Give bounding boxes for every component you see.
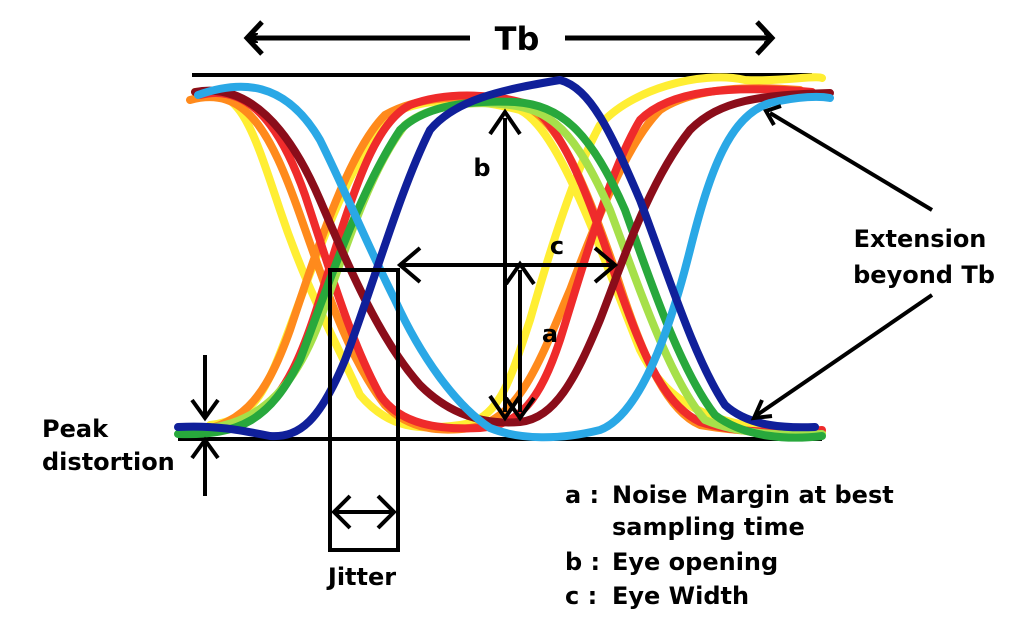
extension-arrowhead-top — [763, 104, 782, 126]
c-arrowhead-right — [593, 246, 619, 284]
extension-arrow-top — [768, 111, 934, 212]
a-arrowhead-bottom — [504, 396, 536, 422]
b-arrowhead-bottom — [488, 394, 522, 422]
a-label: a — [542, 320, 558, 348]
legend-text-c: Eye Width — [612, 582, 749, 610]
tb-arrowhead-left — [243, 20, 264, 56]
waveform-traces — [174, 73, 834, 442]
jitter-box — [328, 268, 400, 552]
peak-arrowhead-top — [190, 398, 220, 422]
legend-text-a-cont: sampling time — [612, 513, 805, 541]
c-label: c — [550, 232, 564, 260]
peak-label-line1: Peak — [42, 415, 109, 443]
legend: a : Noise Margin at best sampling time b… — [565, 481, 894, 610]
tb-label: Tb — [495, 20, 540, 58]
trace-maroon — [191, 86, 834, 427]
legend-key-a: a : — [565, 481, 599, 509]
c-arrowhead-left — [396, 246, 422, 284]
jitter-label: Jitter — [326, 563, 396, 591]
extension-label-line2: beyond Tb — [853, 261, 995, 289]
legend-text-a: Noise Margin at best — [612, 481, 894, 509]
trace-navy — [174, 76, 819, 441]
legend-key-b: b : — [565, 548, 600, 576]
jitter-arrowhead-right — [376, 494, 397, 530]
extension-label-line1: Extension — [854, 225, 987, 253]
b-label: b — [473, 154, 490, 182]
trace-red-2 — [196, 85, 816, 433]
trace-sky — [194, 82, 834, 442]
trace-green — [174, 97, 826, 442]
peak-arrowhead-bottom — [190, 436, 220, 460]
legend-text-b: Eye opening — [612, 548, 778, 576]
extension-arrow-bottom — [755, 293, 934, 417]
b-arrowhead-top — [488, 108, 522, 136]
tb-arrowhead-right — [755, 20, 776, 56]
legend-key-c: c : — [565, 582, 597, 610]
extension-arrowhead-bottom — [750, 399, 773, 421]
jitter-arrowhead-left — [331, 494, 352, 530]
peak-label-line2: distortion — [42, 448, 175, 476]
